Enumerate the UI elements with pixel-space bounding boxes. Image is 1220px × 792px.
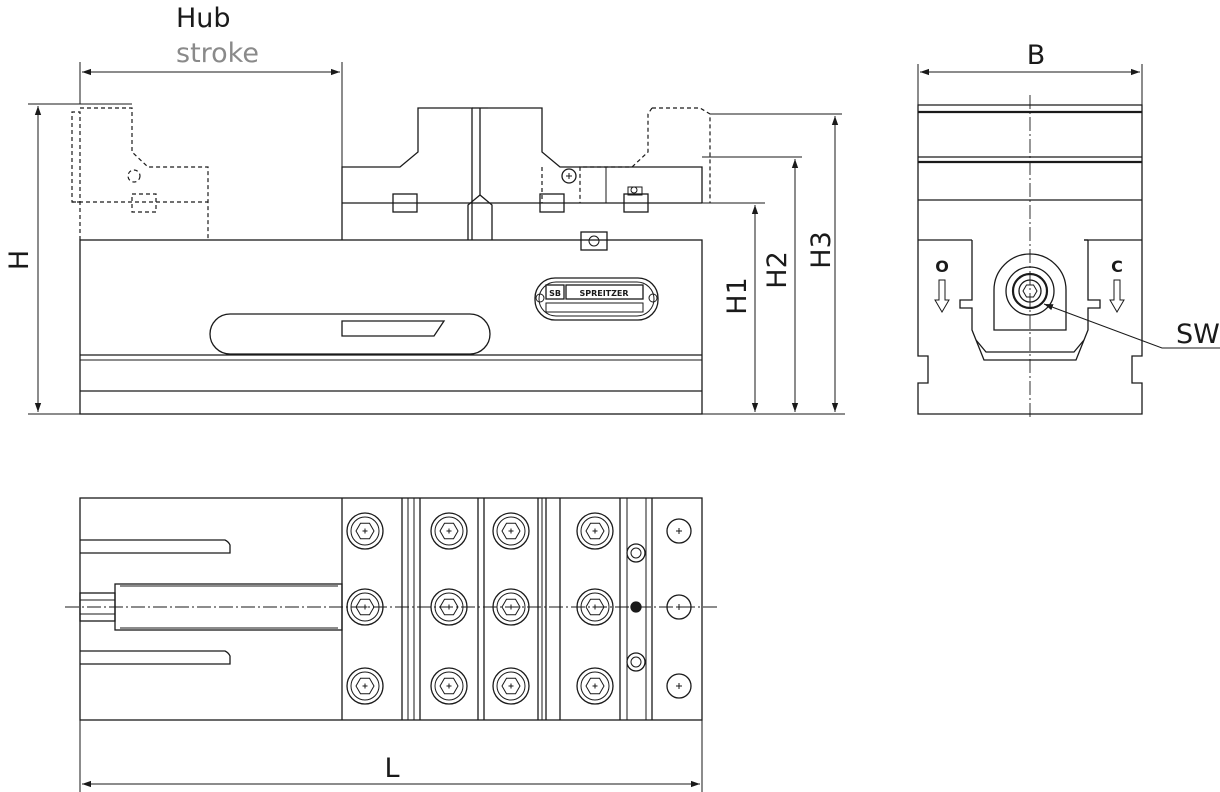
side-dimensions: B SW	[917, 40, 1220, 350]
guide-slot	[209, 313, 491, 355]
sw-label: SW	[1176, 319, 1220, 350]
b-label: B	[1027, 40, 1046, 71]
l-label: L	[384, 753, 399, 784]
movable-jaw	[341, 107, 473, 240]
logo-mark: SB	[549, 289, 561, 298]
h-label: H	[4, 250, 35, 270]
open-direction-label: O	[935, 257, 949, 276]
h1-label: H1	[722, 277, 753, 314]
top-view	[65, 497, 718, 721]
side-view: O C	[917, 95, 1143, 420]
front-dimensions: Hub stroke H H1 H2 H3	[4, 3, 845, 415]
spreitzer-logo-plate: SB SPREITZER	[534, 277, 659, 321]
vise-base-body	[79, 239, 703, 415]
close-direction-label: C	[1111, 257, 1123, 276]
open-jaw-outline	[71, 111, 81, 240]
fixed-jaw	[488, 107, 703, 203]
stroke-label: stroke	[176, 38, 259, 69]
hub-label: Hub	[176, 3, 231, 34]
logo-name: SPREITZER	[579, 289, 628, 298]
h2-label: H2	[762, 251, 793, 288]
top-dimensions: L	[79, 720, 703, 792]
front-view: SB SPREITZER	[71, 107, 711, 415]
h3-label: H3	[806, 231, 837, 268]
open-arrow-icon	[934, 279, 950, 313]
close-arrow-icon	[1109, 279, 1125, 313]
